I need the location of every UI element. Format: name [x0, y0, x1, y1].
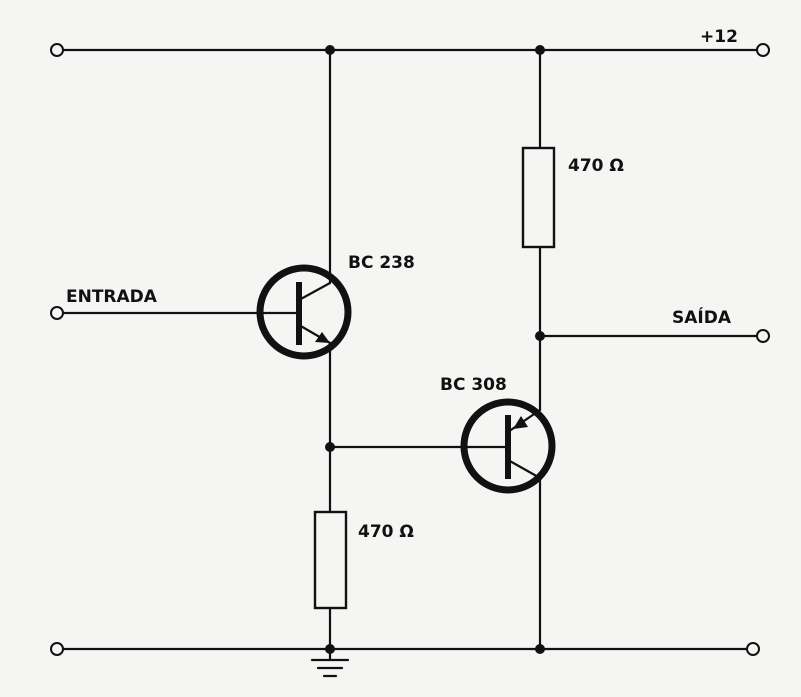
ground-rail	[50, 642, 760, 656]
resistor-bottom	[313, 510, 348, 610]
transistor-pnp	[460, 398, 556, 494]
terminal-bottom-right	[746, 642, 760, 656]
pnp-label: BC 308	[440, 375, 507, 395]
output-label: SAÍDA	[672, 306, 732, 328]
transistor-collector	[506, 458, 542, 480]
transistor-npn	[256, 264, 352, 360]
terminal-bottom-left	[50, 642, 64, 656]
input-label: ENTRADA	[66, 287, 158, 307]
terminal-supply	[756, 43, 770, 57]
transistor-collector	[297, 281, 332, 302]
terminal-output	[756, 329, 770, 343]
npn-label: BC 238	[348, 253, 415, 273]
resistor-bottom-label: 470 Ω	[358, 522, 414, 542]
output	[535, 329, 770, 343]
supply-voltage-label: +12	[700, 27, 738, 47]
terminal-input	[50, 306, 64, 320]
supply-rail	[50, 43, 770, 57]
terminal-top-left	[50, 43, 64, 57]
resistor-top	[521, 146, 556, 249]
emitter-arrow	[513, 416, 528, 429]
ground-symbol	[310, 647, 350, 678]
transistor-body	[256, 264, 352, 360]
emitter-arrow	[315, 332, 330, 343]
transistor-body	[460, 398, 556, 494]
resistor-top-label: 470 Ω	[568, 156, 624, 176]
